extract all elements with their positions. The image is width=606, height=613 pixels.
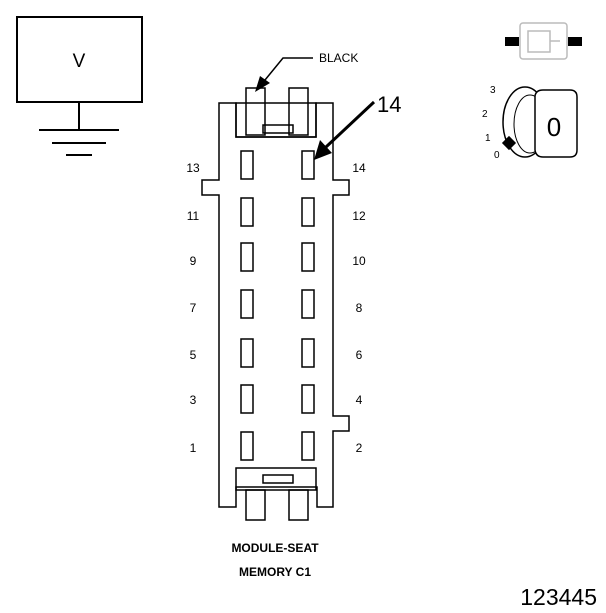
pin-label-14: 14	[352, 161, 366, 175]
ignition-position-1: 1	[485, 133, 491, 144]
cavity-pin-12	[301, 197, 315, 227]
ignition-key-icon: 3 2 1 0 0	[482, 85, 578, 161]
cavity-pin-2	[301, 431, 315, 461]
top-latch-right-post	[288, 87, 309, 136]
cavity-pin-4	[301, 384, 315, 414]
voltmeter-ground-symbol: V	[16, 16, 143, 156]
ignition-position-0: 0	[494, 150, 500, 161]
disconnected-connector-icon	[505, 22, 582, 60]
connector-outline	[201, 102, 350, 508]
disconnected-connector-right-wire	[568, 37, 582, 46]
figure-number: 123445	[520, 584, 597, 610]
pin-label-10: 10	[352, 254, 366, 268]
ignition-key-head	[534, 89, 578, 158]
pin-callout-arrowhead	[314, 140, 332, 160]
cavity-pin-7	[240, 289, 254, 319]
pin-label-9: 9	[190, 254, 197, 268]
connector-c1	[201, 87, 350, 521]
connector-cavities	[240, 150, 315, 461]
pin-label-8: 8	[356, 301, 363, 315]
pin-label-4: 4	[356, 393, 363, 407]
pin-label-3: 3	[190, 393, 197, 407]
pin-label-2: 2	[356, 441, 363, 455]
wire-color-callout: BLACK	[255, 51, 358, 92]
disconnected-connector-latch	[527, 30, 551, 53]
pin-callout-number: 14	[377, 92, 401, 117]
pin-labels: 13 11 9 7 5 3 1 14 12 10 8 6 4 2	[186, 161, 366, 455]
connector-title-line1: MODULE-SEAT	[231, 541, 319, 555]
cavity-pin-6	[301, 338, 315, 368]
pin-label-11: 11	[187, 209, 200, 223]
bottom-latch-base	[235, 467, 317, 491]
ignition-position-2: 2	[482, 109, 488, 120]
ignition-key-position: 0	[547, 112, 561, 142]
pin-label-1: 1	[190, 441, 197, 455]
ignition-key-pointer	[501, 135, 517, 151]
bottom-latch-right-post	[288, 489, 309, 521]
wire-color-leader	[264, 57, 313, 81]
voltmeter-symbol: V	[73, 51, 86, 72]
top-latch-left-post	[245, 87, 266, 136]
pin-label-7: 7	[190, 301, 197, 315]
cavity-pin-8	[301, 289, 315, 319]
pin-callout-leader	[324, 100, 376, 149]
pin-label-6: 6	[356, 348, 363, 362]
pin-label-12: 12	[352, 209, 366, 223]
bottom-latch-left-post	[245, 489, 266, 521]
cavity-pin-5	[240, 338, 254, 368]
voltmeter-box	[16, 16, 143, 103]
cavity-pin-13	[240, 150, 254, 180]
cavity-pin-14	[301, 150, 315, 180]
cavity-pin-10	[301, 242, 315, 272]
wire-color-label: BLACK	[319, 51, 358, 65]
top-latch-base	[235, 102, 317, 138]
cavity-pin-9	[240, 242, 254, 272]
top-latch-slot	[262, 124, 294, 134]
disconnected-connector-left-wire	[505, 37, 519, 46]
pin-callout: 14	[314, 92, 401, 160]
bottom-latch-slot	[262, 474, 294, 484]
pin-label-13: 13	[186, 161, 200, 175]
cavity-pin-3	[240, 384, 254, 414]
cavity-pin-1	[240, 431, 254, 461]
cavity-pin-11	[240, 197, 254, 227]
connector-title-line2: MEMORY C1	[239, 565, 311, 579]
pin-label-5: 5	[190, 348, 197, 362]
ignition-position-3: 3	[490, 85, 496, 96]
wire-color-arrowhead	[255, 76, 270, 92]
